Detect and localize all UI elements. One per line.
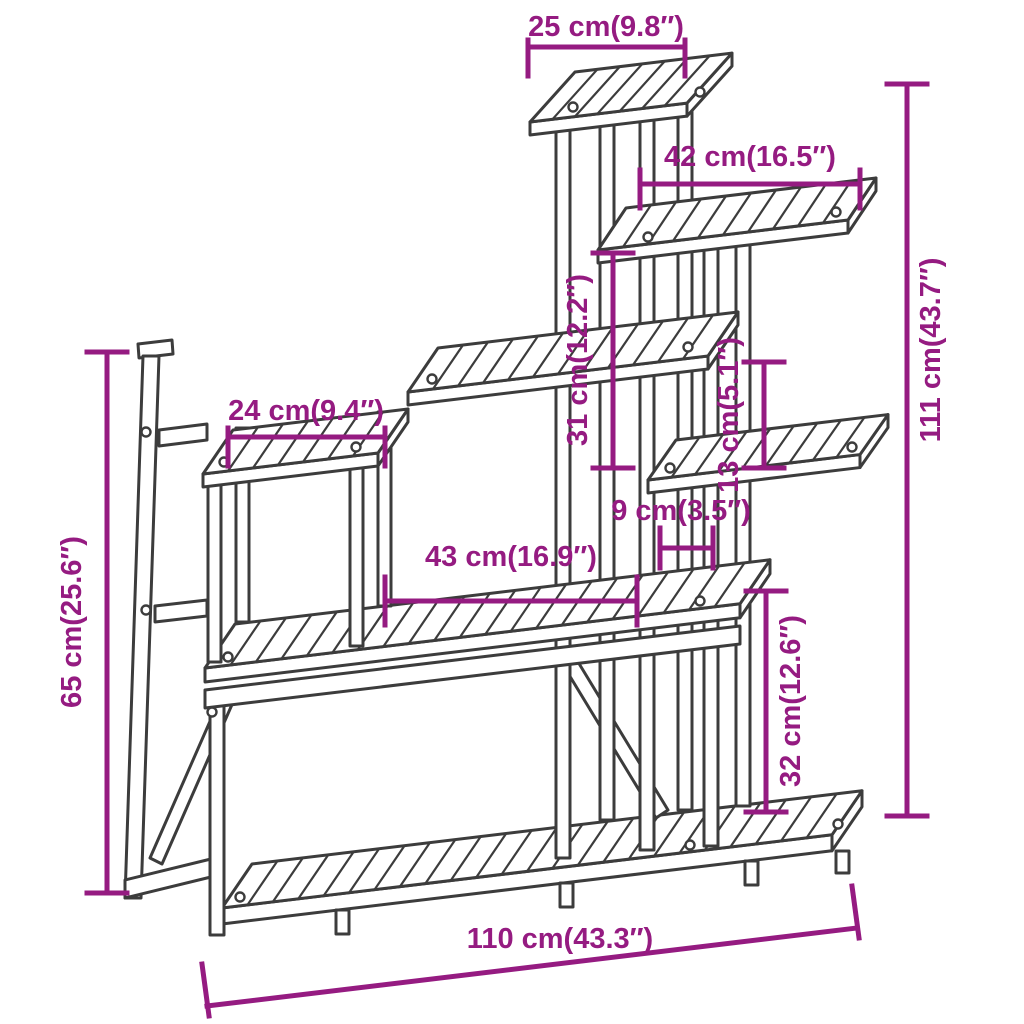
dimension-tier-gap: 13 cm(5.1″) [713,337,787,493]
dimension-label-second-shelf-width: 42 cm(16.5″) [664,141,836,173]
dimension-label-left-section-height: 65 cm(25.6″) [56,536,88,708]
dimension-label-total-width: 110 cm(43.3″) [467,923,653,955]
dimension-bottom-tier-height: 32 cm(12.6″) [743,588,807,815]
dimension-label-left-shelf-width: 24 cm(9.4″) [228,395,384,427]
dimension-label-middle-shelf-width: 43 cm(16.9″) [425,541,597,573]
dimension-label-bottom-tier-height: 32 cm(12.6″) [775,615,807,787]
dimension-middle-shelf-width: 43 cm(16.9″) [382,541,640,628]
dimension-second-shelf-width: 42 cm(16.5″) [637,141,863,211]
dimension-label-total-height: 111 cm(43.7″) [915,258,947,443]
dimension-left-section-height: 65 cm(25.6″) [56,349,130,896]
dimension-shelf-offset: 9 cm(3.5″) [611,495,751,571]
dimension-label-top-shelf-width: 25 cm(9.8″) [528,11,684,43]
dimension-label-shelf-offset: 9 cm(3.5″) [611,495,751,527]
dimension-top-shelf-width: 25 cm(9.8″) [525,11,688,79]
dimension-total-height: 111 cm(43.7″) [884,81,947,819]
dimension-left-shelf-width: 24 cm(9.4″) [225,395,388,469]
dimensions-layer: 25 cm(9.8″) 42 cm(16.5″) 111 cm(43.7″) 3… [56,11,947,1019]
dimension-total-width: 110 cm(43.3″) [199,883,862,1019]
dimension-upper-tier-gap: 31 cm(12.2″) [562,250,636,471]
dimension-label-tier-gap: 13 cm(5.1″) [713,337,745,493]
dimension-label-upper-tier-gap: 31 cm(12.2″) [562,274,594,446]
plant-stand-drawing [123,51,890,937]
